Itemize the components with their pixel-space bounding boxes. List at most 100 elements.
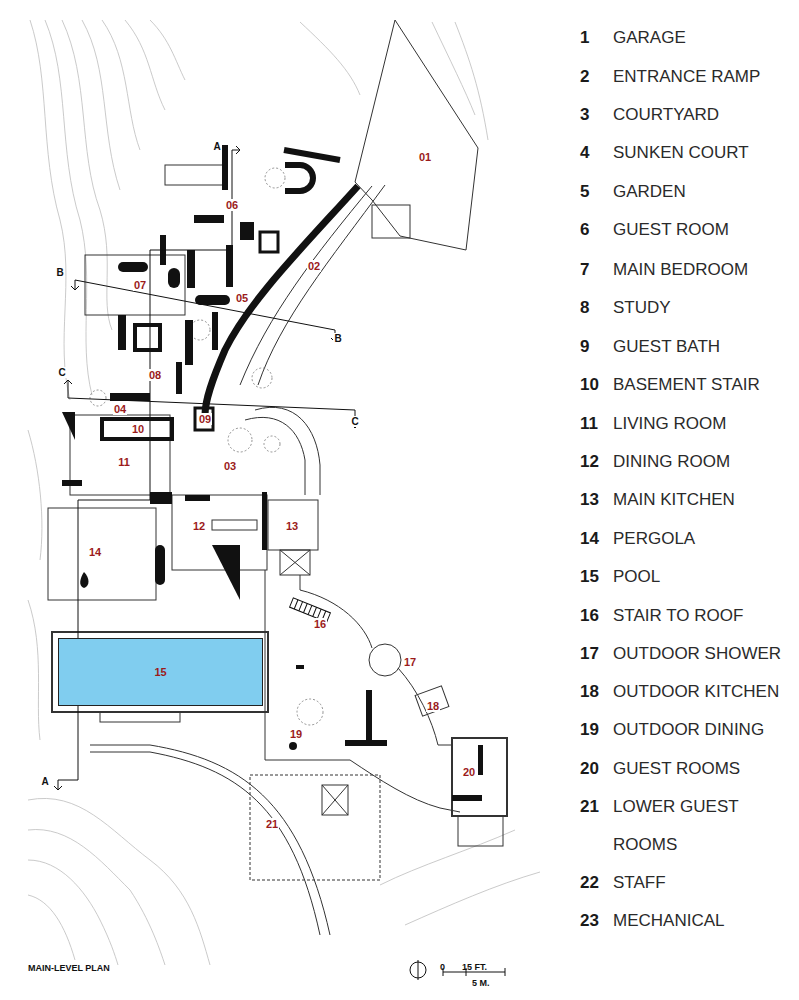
key-name: POOL xyxy=(613,567,660,587)
key-name: GARDEN xyxy=(613,182,686,202)
wall xyxy=(62,412,75,440)
section-arrow xyxy=(54,780,62,790)
wall xyxy=(176,362,182,394)
section-arrow xyxy=(232,146,240,154)
key-name: OUTDOOR DINING xyxy=(613,720,764,740)
wall xyxy=(284,150,340,160)
section-mark: C xyxy=(350,416,359,427)
wall xyxy=(62,480,82,486)
wall xyxy=(185,495,210,501)
key-number: 20 xyxy=(580,759,599,779)
contour xyxy=(300,22,360,95)
tree xyxy=(90,390,106,406)
stair-cross xyxy=(280,550,310,575)
room-number: 11 xyxy=(117,456,131,468)
room-number: 07 xyxy=(133,279,147,291)
key-number: 15 xyxy=(580,567,599,587)
key-name: MAIN BEDROOM xyxy=(613,260,748,280)
living-outline xyxy=(70,415,170,495)
key-name: GUEST ROOMS xyxy=(613,759,740,779)
room-number: 20 xyxy=(462,766,476,778)
pool-outer xyxy=(52,632,268,712)
key-number: 14 xyxy=(580,529,599,549)
key-number: 22 xyxy=(580,873,599,893)
scale-text: 15 FT. xyxy=(462,962,487,972)
wall xyxy=(195,295,230,305)
contour xyxy=(102,20,140,150)
section-mark: A xyxy=(212,141,221,152)
contour xyxy=(455,22,488,140)
wall xyxy=(226,245,233,287)
key-name: GUEST ROOM xyxy=(613,220,729,240)
pergola-outline xyxy=(48,508,156,600)
contour xyxy=(150,20,185,80)
terrace-edge xyxy=(265,570,460,812)
wall xyxy=(212,545,240,600)
tree xyxy=(265,168,285,188)
key-name: MECHANICAL xyxy=(613,911,724,931)
courtyard-curve xyxy=(255,407,320,495)
key-name: COURTYARD xyxy=(613,105,719,125)
contour xyxy=(45,20,92,395)
key-name: LIVING ROOM xyxy=(613,414,726,434)
key-number: 11 xyxy=(580,414,598,434)
contour xyxy=(28,430,42,560)
tree xyxy=(252,368,272,388)
contour xyxy=(28,860,118,965)
wall xyxy=(296,665,304,669)
terrace-edge xyxy=(398,668,452,745)
contour xyxy=(432,22,475,115)
mech-box xyxy=(322,785,348,815)
terrace-edge xyxy=(300,575,372,648)
room-number: 14 xyxy=(88,546,102,558)
key-number: 8 xyxy=(580,298,589,318)
guest-room-outline xyxy=(165,165,225,185)
section-mark: A xyxy=(40,776,49,787)
key-number: 21 xyxy=(580,797,599,817)
pool-step xyxy=(100,712,180,722)
key-name: STAFF xyxy=(613,873,666,893)
contour-lines xyxy=(28,20,540,965)
contour xyxy=(380,830,515,885)
key-number: 23 xyxy=(580,911,599,931)
key-name: DINING ROOM xyxy=(613,452,730,472)
scale-text: 5 M. xyxy=(472,978,490,988)
room-number: 12 xyxy=(192,520,206,532)
key-name: BASEMENT STAIR xyxy=(613,375,760,395)
key-number: 17 xyxy=(580,644,599,664)
key-name: LOWER GUEST ROOMS xyxy=(613,788,763,864)
key-name: STUDY xyxy=(613,298,671,318)
shower-circle xyxy=(369,644,401,676)
guest-house-outline xyxy=(452,738,507,816)
room-number: 13 xyxy=(285,520,299,532)
wall xyxy=(478,745,483,775)
wall xyxy=(187,250,195,288)
room-number: 17 xyxy=(403,656,417,668)
key-name: STAIR TO ROOF xyxy=(613,606,743,626)
wall xyxy=(240,222,254,240)
key-number: 2 xyxy=(580,67,589,87)
contour xyxy=(405,872,540,925)
room-number: 21 xyxy=(265,818,279,830)
key-number: 9 xyxy=(580,337,589,357)
wall xyxy=(262,492,267,550)
basement-stair xyxy=(102,419,172,439)
room-number: 19 xyxy=(289,728,303,740)
wall xyxy=(155,545,165,585)
section-arrow xyxy=(71,280,79,290)
north-arrow xyxy=(418,960,419,980)
wall xyxy=(345,740,387,746)
column xyxy=(289,742,297,750)
room-number: 04 xyxy=(113,403,127,415)
wall xyxy=(366,690,372,740)
key-number: 5 xyxy=(580,182,589,202)
wall xyxy=(135,325,160,350)
garage-store xyxy=(372,205,410,238)
outdoor-kitchen-box xyxy=(415,686,449,716)
contour xyxy=(28,798,210,965)
contour xyxy=(28,600,40,740)
tree xyxy=(264,436,280,452)
wall xyxy=(150,492,172,504)
contour xyxy=(62,20,112,330)
